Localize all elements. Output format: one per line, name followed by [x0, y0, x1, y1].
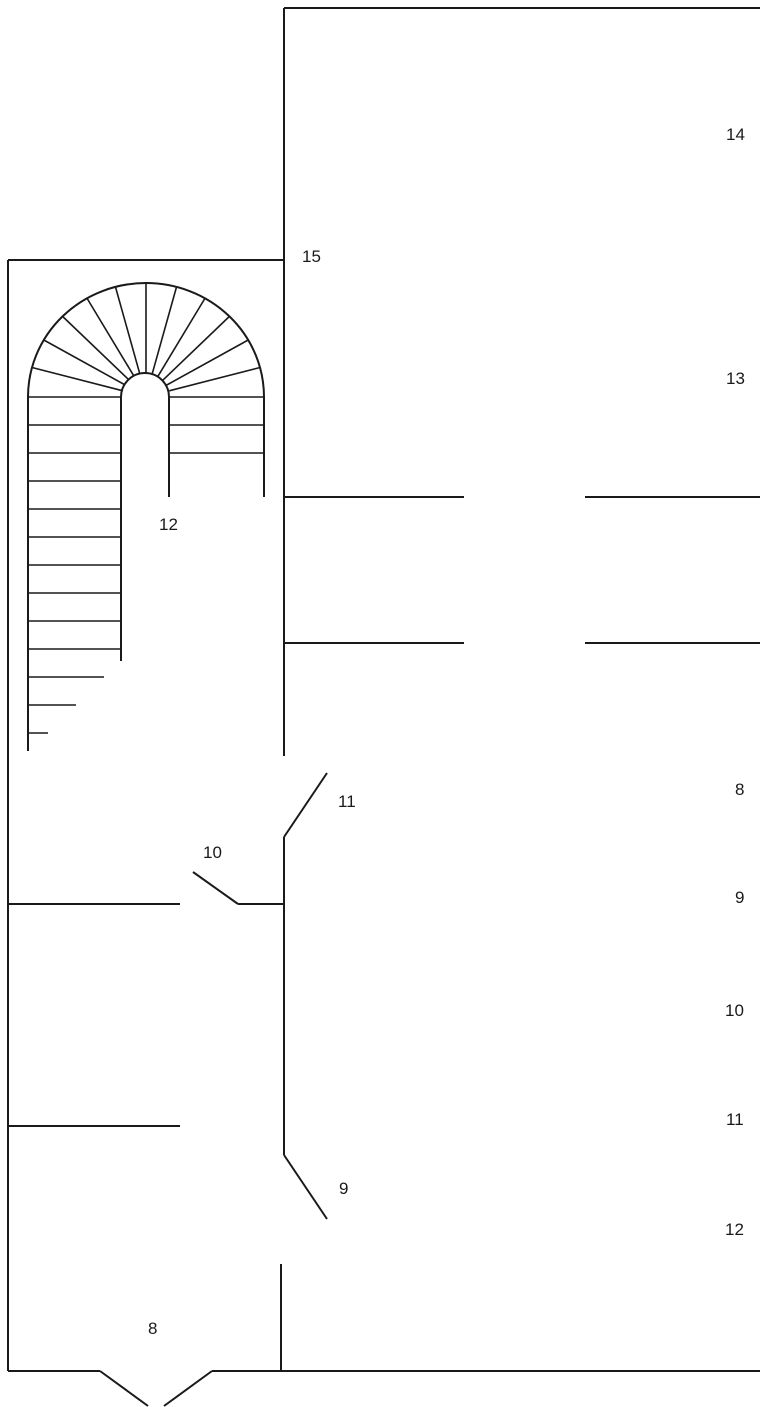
label-stair: 12 — [159, 515, 178, 534]
stair-treads — [28, 283, 264, 734]
entrance-door-left-leaf — [99, 1370, 149, 1407]
stair-radial-tread — [114, 286, 141, 375]
right-label-9: 9 — [735, 888, 744, 907]
entrance-door-right-leaf — [163, 1370, 213, 1407]
right-label-14: 14 — [726, 125, 745, 144]
stair-radial-tread — [162, 315, 230, 381]
door-10-leaf — [192, 871, 239, 905]
stair-radial-tread — [31, 366, 124, 392]
label-lower-corridor-door: 9 — [339, 1179, 348, 1198]
stair-radial-tread — [168, 366, 261, 392]
right-label-8: 8 — [735, 780, 744, 799]
stair-radial-tread — [62, 315, 130, 381]
label-room-door: 10 — [203, 843, 222, 862]
right-label-13: 13 — [726, 369, 745, 388]
right-label-12: 12 — [725, 1220, 744, 1239]
label-upper-corridor-door: 11 — [338, 792, 356, 811]
stair-radial-tread — [151, 286, 178, 375]
walls — [7, 7, 760, 1407]
labels: 12 8 9 10 11 15 14 13 8 9 10 11 12 — [148, 125, 745, 1338]
door-11-leaf — [283, 772, 328, 838]
stair-radial-tread — [166, 339, 249, 386]
door-9-leaf — [283, 1154, 328, 1220]
right-label-10: 10 — [725, 1001, 744, 1020]
stair-radial-tread — [157, 297, 206, 377]
stair-radial-tread — [86, 297, 135, 377]
staircase — [27, 282, 265, 751]
right-label-11: 11 — [726, 1110, 744, 1129]
label-upper: 15 — [302, 247, 321, 266]
label-entrance-door: 8 — [148, 1319, 157, 1338]
stair-radial-tread — [43, 339, 126, 386]
